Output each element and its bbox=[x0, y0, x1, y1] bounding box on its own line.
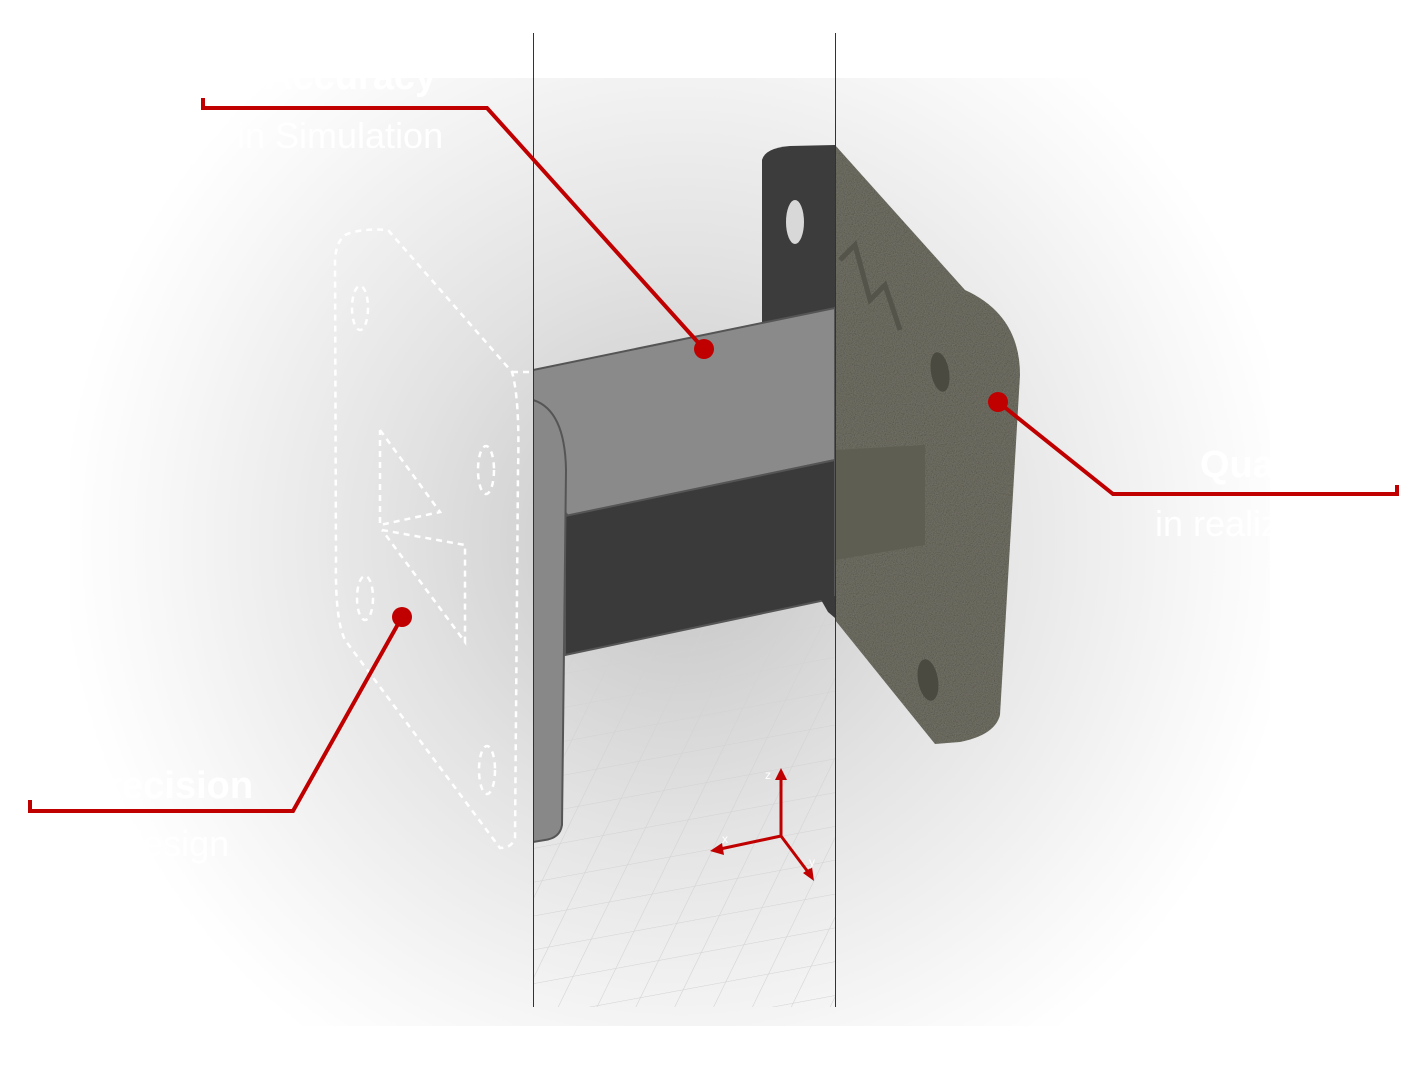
wireframe-rib bbox=[378, 429, 443, 527]
floor-grid bbox=[533, 560, 835, 1007]
printed-part-section bbox=[835, 145, 1020, 744]
wireframe-hole bbox=[350, 284, 370, 332]
wireframe-hole bbox=[477, 744, 497, 796]
mount-hole bbox=[786, 200, 804, 244]
callout-subtitle-accuracy: in Simulation bbox=[237, 115, 444, 156]
callout-title-accuracy: Accuracy bbox=[265, 56, 437, 98]
callout-subtitle-quality: in realization bbox=[1155, 503, 1358, 544]
wireframe-hole bbox=[355, 574, 375, 622]
printed-beam bbox=[835, 445, 925, 560]
back-plate bbox=[762, 145, 835, 360]
callout-subtitle-precision: in design bbox=[85, 823, 230, 864]
axis-label-y: y bbox=[809, 855, 815, 869]
callout-title-quality: Quality bbox=[1200, 444, 1329, 486]
axis-triad bbox=[710, 768, 814, 881]
callout-leader-precision bbox=[28, 616, 404, 813]
callout-leader-accuracy bbox=[201, 98, 706, 351]
callout-dot bbox=[694, 339, 714, 359]
wireframe-rib bbox=[380, 528, 467, 646]
cad-model-section bbox=[533, 145, 835, 1007]
callout-leader-quality bbox=[996, 400, 1399, 496]
callout-dot bbox=[988, 392, 1008, 412]
axis-label-x: x bbox=[722, 832, 728, 846]
axis-label-z: z bbox=[765, 768, 771, 782]
printed-hole bbox=[917, 659, 939, 701]
front-plate-edge bbox=[533, 398, 568, 844]
wireframe-hole bbox=[476, 444, 496, 496]
wireframe-plate bbox=[333, 228, 520, 850]
embossed-logo bbox=[838, 240, 903, 331]
callout-title-precision: Precision bbox=[82, 765, 254, 807]
printed-plate bbox=[835, 145, 1020, 744]
printed-hole bbox=[930, 352, 950, 392]
callout-dot bbox=[392, 607, 412, 627]
wireframe-section bbox=[333, 228, 533, 850]
